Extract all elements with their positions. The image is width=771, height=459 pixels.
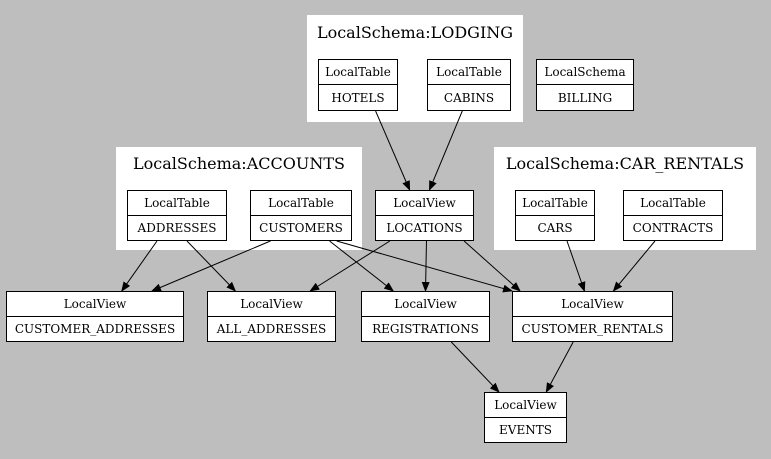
node-name: BILLING [557, 90, 613, 105]
node-name: CUSTOMER_ADDRESSES [14, 321, 176, 336]
node-customers[interactable]: LocalTable CUSTOMERS [250, 190, 352, 241]
node-kind: LocalTable [624, 191, 722, 216]
node-kind: LocalSchema [537, 60, 633, 85]
node-name: CONTRACTS [632, 220, 714, 235]
node-name: HOTELS [331, 90, 385, 105]
node-name: CUSTOMERS [259, 220, 343, 235]
edge-hotels-to-locations [375, 110, 411, 191]
node-kind: LocalView [362, 292, 489, 317]
node-kind: LocalTable [251, 191, 351, 216]
node-billing[interactable]: LocalSchema BILLING [536, 59, 634, 111]
node-kind: LocalTable [319, 60, 397, 85]
cluster-title: LocalSchema:CAR_RENTALS [505, 154, 745, 173]
node-cars[interactable]: LocalTable CARS [515, 190, 595, 241]
node-contracts[interactable]: LocalTable CONTRACTS [623, 190, 723, 241]
node-kind: LocalView [485, 393, 566, 418]
node-name: REGISTRATIONS [372, 321, 479, 336]
node-kind: LocalTable [428, 60, 510, 85]
node-kind: LocalTable [516, 191, 594, 216]
node-cabins[interactable]: LocalTable CABINS [427, 59, 511, 111]
cluster-title: LocalSchema:ACCOUNTS [133, 154, 345, 173]
node-addresses[interactable]: LocalTable ADDRESSES [127, 190, 227, 241]
node-events[interactable]: LocalView EVENTS [484, 392, 567, 443]
cluster-title: LocalSchema:LODGING [316, 23, 514, 42]
edge-locations-to-registrations [421, 240, 430, 292]
node-kind: LocalView [513, 292, 672, 317]
node-name: EVENTS [499, 422, 552, 437]
node-hotels[interactable]: LocalTable HOTELS [318, 59, 398, 111]
node-kind: LocalView [208, 292, 335, 317]
node-name: CARS [537, 220, 573, 235]
node-customer-rentals[interactable]: LocalView CUSTOMER_RENTALS [512, 291, 673, 342]
node-kind: LocalView [376, 191, 473, 216]
node-kind: LocalTable [128, 191, 226, 216]
node-customer-addresses[interactable]: LocalView CUSTOMER_ADDRESSES [6, 291, 184, 342]
edge-customer_rentals-to-events [545, 341, 574, 393]
edge-customers-to-customer_rentals [336, 240, 513, 293]
node-name: CUSTOMER_RENTALS [521, 321, 664, 336]
node-locations[interactable]: LocalView LOCATIONS [375, 190, 474, 241]
node-name: CABINS [443, 90, 495, 105]
edge-registrations-to-events [450, 341, 500, 393]
node-name: ADDRESSES [137, 220, 217, 235]
node-name: LOCATIONS [386, 220, 463, 235]
node-name: ALL_ADDRESSES [216, 321, 327, 336]
node-registrations[interactable]: LocalView REGISTRATIONS [361, 291, 490, 342]
node-all-addresses[interactable]: LocalView ALL_ADDRESSES [207, 291, 336, 342]
node-kind: LocalView [7, 292, 183, 317]
edge-cabins-to-locations [428, 110, 463, 191]
